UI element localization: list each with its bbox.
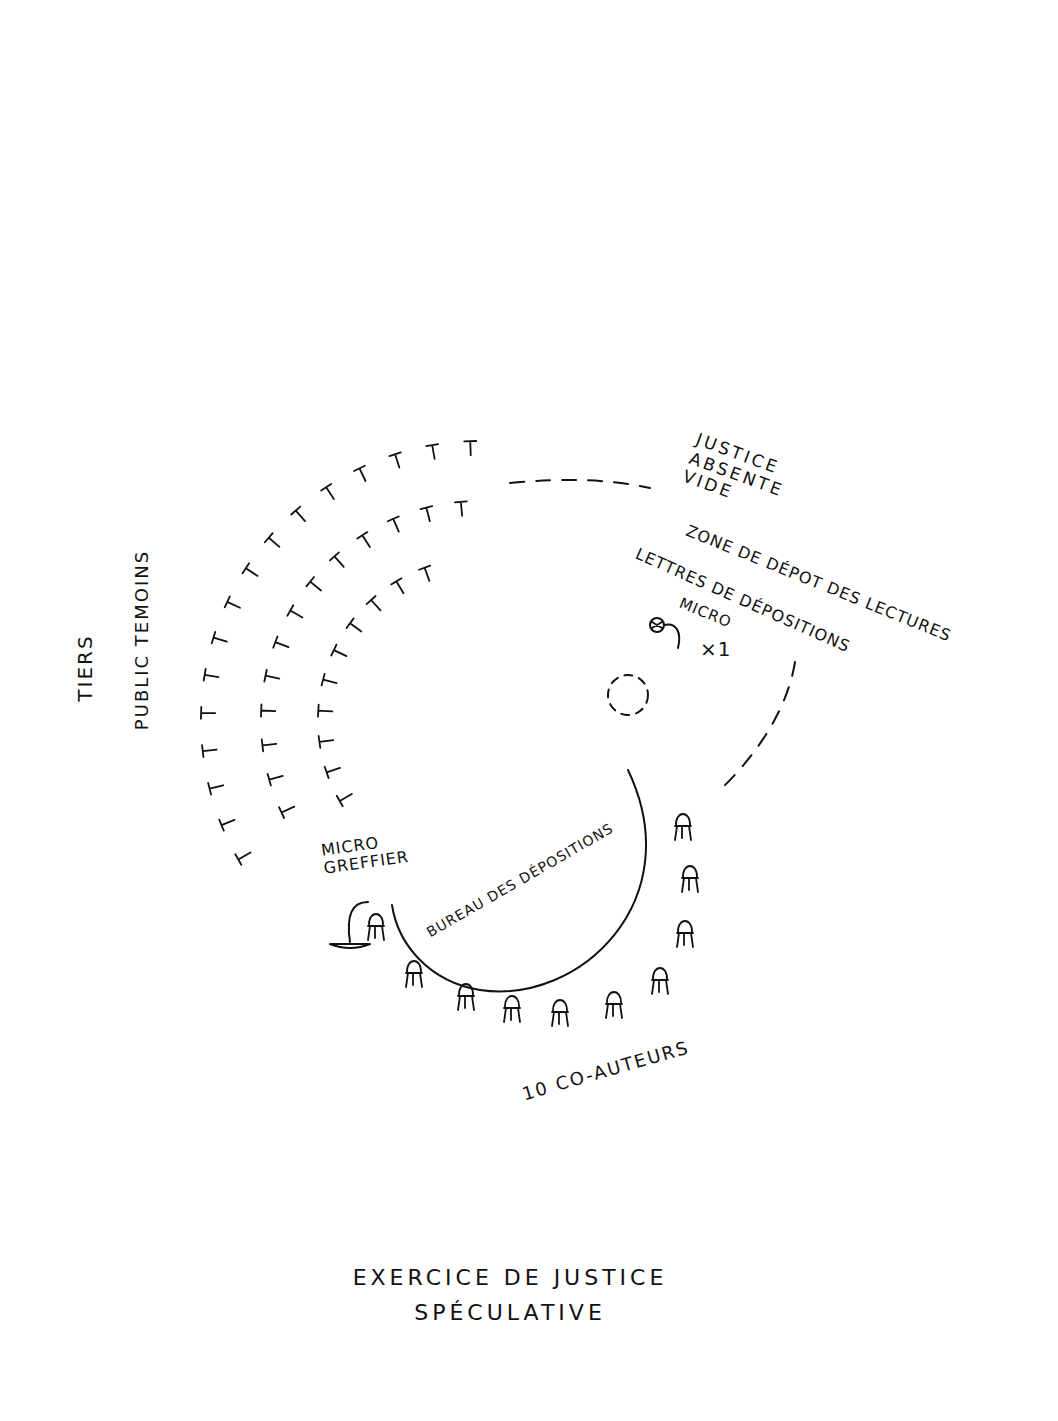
chair-icon [458, 984, 474, 1010]
seat-mark [330, 552, 348, 570]
microphone-icon [650, 618, 679, 648]
seat-mark [287, 605, 305, 622]
seat-mark [321, 484, 339, 502]
count-label: ×1 [700, 638, 731, 661]
microphone-label: MICRO GREFFIER [320, 830, 410, 878]
seat-mark [262, 738, 277, 752]
seat-mark [388, 516, 405, 534]
seat-mark [306, 577, 324, 595]
seat-mark [419, 566, 435, 583]
seat-mark [389, 452, 405, 469]
chair-icon [606, 992, 622, 1018]
seat-mark [331, 645, 349, 662]
seat-mark [279, 801, 297, 818]
chair-icon [652, 968, 668, 994]
seat-mark [322, 674, 339, 689]
chair-icon [682, 866, 698, 892]
seat-mark [268, 770, 285, 785]
seat-mark [367, 596, 385, 614]
seat-mark [455, 501, 468, 516]
seat-mark [391, 578, 409, 596]
chairs [368, 814, 698, 1026]
seat-mark [318, 705, 333, 718]
seat-mark [325, 762, 342, 778]
seat-mark [265, 533, 283, 551]
seat-mark [212, 632, 229, 648]
chair-icon [406, 961, 422, 987]
seat-mark [347, 618, 365, 636]
seat-mark [337, 789, 355, 806]
seat-mark [291, 507, 309, 525]
greffier-microphone [330, 902, 370, 948]
chair-icon [368, 914, 384, 940]
seat-mark [243, 563, 261, 581]
seat-mark [357, 532, 375, 550]
seat-mark [235, 847, 253, 864]
group-label: 10 CO-AUTEURS [520, 1037, 692, 1105]
dashed-arc [718, 662, 795, 792]
dashed-circle [608, 675, 648, 715]
zone-label: TIERS [74, 634, 97, 701]
seat-mark [264, 670, 280, 685]
seat-mark [225, 596, 243, 613]
seat-mark [426, 444, 440, 460]
desk-label: BUREAU DES DÉPOSITIONS [424, 820, 616, 940]
chair-icon [675, 814, 691, 840]
seat-mark [201, 707, 215, 719]
seat-mark [208, 779, 225, 794]
seat-mark [202, 744, 217, 757]
caption: EXERCICE DE JUSTICE SPÉCULATIVE [310, 1260, 710, 1330]
chair-icon [552, 1000, 568, 1026]
seat-mark [319, 734, 334, 748]
seat-mark [421, 506, 436, 523]
seat-mark [261, 705, 276, 718]
chair-icon [504, 996, 520, 1022]
seat-mark [204, 669, 220, 683]
zone-label: PUBLIC TEMOINS [132, 550, 153, 730]
dashed-arc [510, 480, 650, 488]
seat-mark [273, 637, 290, 653]
desk-curve [392, 770, 646, 991]
seat-mark [354, 466, 371, 484]
seat-mark [464, 441, 476, 455]
chair-icon [677, 921, 693, 947]
seat-mark [219, 814, 236, 830]
public-seats [201, 441, 477, 865]
zone-label: JUSTICE ABSENTE VIDE [680, 430, 793, 519]
